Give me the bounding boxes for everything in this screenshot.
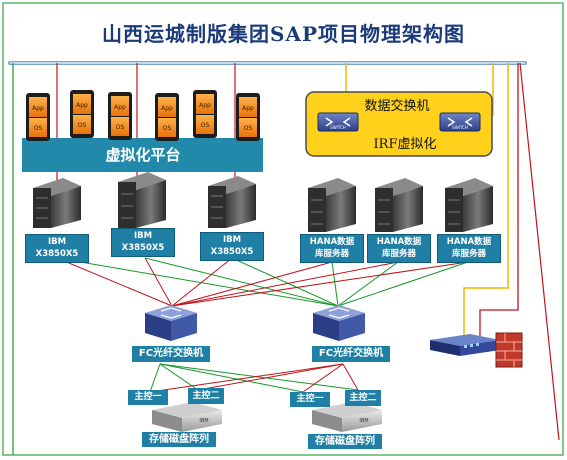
fc-switch-label: FC光纤交换机	[132, 346, 210, 362]
svg-text:OS: OS	[34, 125, 43, 132]
hana-server-label: HANA数据库服务器	[367, 234, 431, 263]
svg-text:App: App	[32, 105, 44, 112]
virtualization-platform-bar	[22, 138, 263, 172]
svg-text:OS: OS	[116, 124, 125, 131]
svg-text:OS: OS	[163, 125, 172, 132]
ibm-server-icon	[118, 172, 166, 228]
app-os-icon: App OS	[26, 93, 50, 141]
hana-server-icon	[375, 178, 423, 232]
svg-text:OS: OS	[244, 125, 253, 132]
data-switch-icon: SWITCH	[317, 112, 359, 132]
app-os-icon: App OS	[70, 90, 94, 138]
outer-frame	[2, 2, 564, 456]
ibm-server-icon	[208, 176, 256, 228]
svg-text:OS: OS	[201, 122, 210, 129]
storage-array-icon: IBM	[152, 402, 222, 432]
network-device-icon	[430, 334, 500, 356]
firewall-icon	[495, 332, 523, 368]
svg-text:SWITCH: SWITCH	[330, 125, 346, 130]
fc-switch-icon	[145, 305, 197, 341]
controller-a-label: 主控一	[290, 392, 330, 407]
app-os-icon: App OS	[193, 90, 217, 138]
app-os-icons: App OS App OS App OS App OS	[26, 90, 260, 141]
svg-text:App: App	[242, 105, 254, 112]
irf-virtualization-label: IRF虚拟化	[374, 137, 437, 152]
backbone-links	[12, 62, 560, 455]
app-os-icon: App OS	[236, 93, 260, 141]
fc-switch-icon	[313, 305, 365, 341]
svg-text:App: App	[199, 102, 211, 109]
svg-text:App: App	[161, 105, 173, 112]
data-switch-label: 数据交换机	[364, 98, 429, 114]
virtualization-platform-label: 虚拟化平台	[105, 146, 180, 164]
hana-server-label: HANA数据库服务器	[437, 234, 501, 263]
svg-text:IBM: IBM	[199, 418, 208, 424]
controller-b-label: 主控二	[345, 390, 381, 406]
hana-server-icon	[308, 178, 356, 232]
data-switch-group	[305, 91, 493, 157]
svg-text:IBM: IBM	[359, 418, 368, 424]
hana-servers	[308, 178, 493, 232]
svg-text:OS: OS	[78, 122, 87, 129]
page-title: 山西运城制版集团SAP项目物理架构图	[102, 22, 465, 46]
ibm-servers	[33, 172, 256, 228]
storage-array-label: 存储磁盘阵列	[308, 434, 382, 449]
controller-b-label: 主控二	[188, 388, 224, 404]
fc-links	[56, 257, 469, 307]
hana-server-icon	[445, 178, 493, 232]
storage-array-label: 存储磁盘阵列	[142, 432, 216, 447]
app-os-icon: App OS	[155, 93, 179, 141]
data-switch-icon: SWITCH	[439, 112, 481, 132]
app-os-icon: App OS	[108, 92, 132, 140]
hana-server-label: HANA数据库服务器	[300, 234, 364, 263]
storage-array-icon: IBM	[312, 402, 382, 432]
ibm-server-icon	[33, 178, 81, 228]
storage-links	[149, 363, 359, 393]
controller-a-label: 主控一	[128, 390, 168, 405]
fc-switch-label: FC光纤交换机	[312, 346, 390, 362]
svg-text:App: App	[114, 104, 126, 111]
svg-text:SWITCH: SWITCH	[452, 125, 468, 130]
svg-text:App: App	[76, 102, 88, 109]
